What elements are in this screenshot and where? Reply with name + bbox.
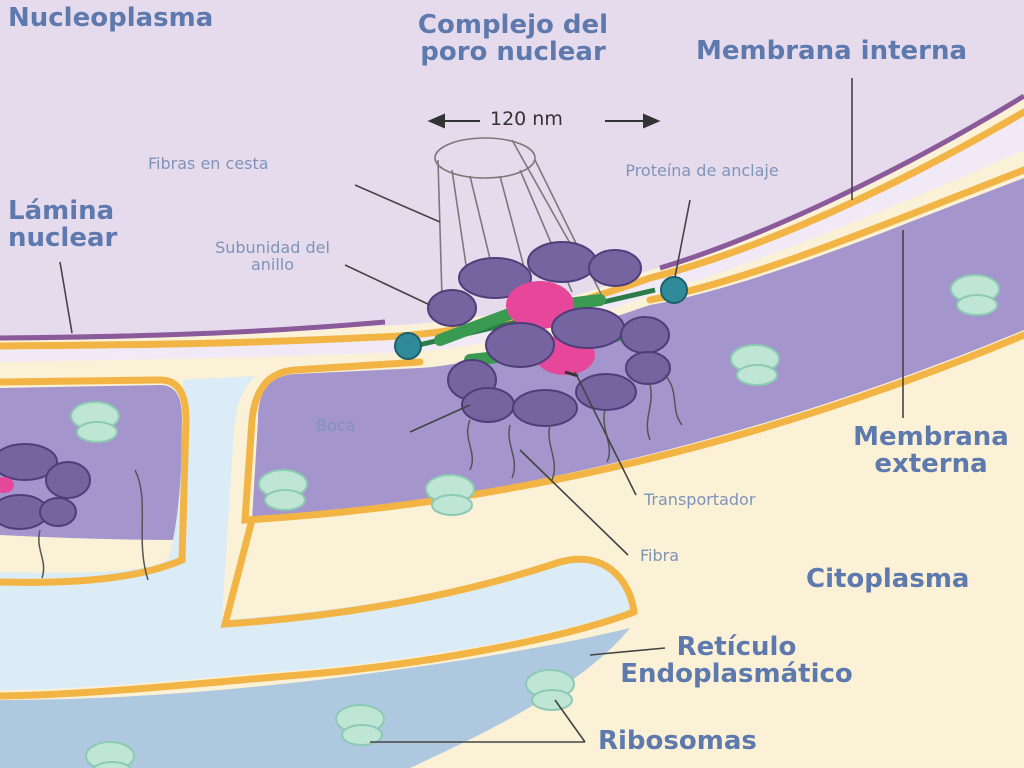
outer-membrane-label: Membrana externa (853, 422, 1009, 480)
nuclear-lamina (659, 93, 1024, 271)
er-label: Retículo Endoplasmático (620, 632, 853, 690)
anchor-protein-label: Proteína de anclaje (625, 161, 779, 180)
transporter-label: Transportador (644, 490, 756, 509)
ribosomes-label: Ribosomas (598, 726, 757, 756)
nucleoplasm-region (0, 0, 1024, 336)
membranes (0, 108, 1024, 700)
scale-bar-label: 120 nm (490, 108, 563, 130)
fiber-label: Fibra (640, 546, 680, 565)
nuclear-lamina-label: Lámina nuclear (8, 196, 118, 254)
nuclear-lamina-left (0, 319, 386, 341)
scale-bar (427, 113, 661, 129)
inner-membrane-label: Membrana interna (696, 36, 968, 66)
er-channel (0, 376, 630, 690)
leader-lines (59, 78, 904, 743)
basket-fibers-label: Fibras en cesta (148, 154, 269, 173)
mouth-label: Boca (316, 416, 356, 435)
er-lumen (0, 628, 630, 768)
ring-subunit-label: Subunidad del anillo (215, 238, 330, 274)
pore-complex-title: Complejo del poro nuclear (417, 10, 609, 68)
nucleoplasm-label: Nucleoplasma (8, 3, 214, 33)
cytoplasm-label: Citoplasma (806, 564, 970, 594)
small-pore-left (0, 443, 149, 581)
nuclear-pore-complex (394, 241, 688, 481)
